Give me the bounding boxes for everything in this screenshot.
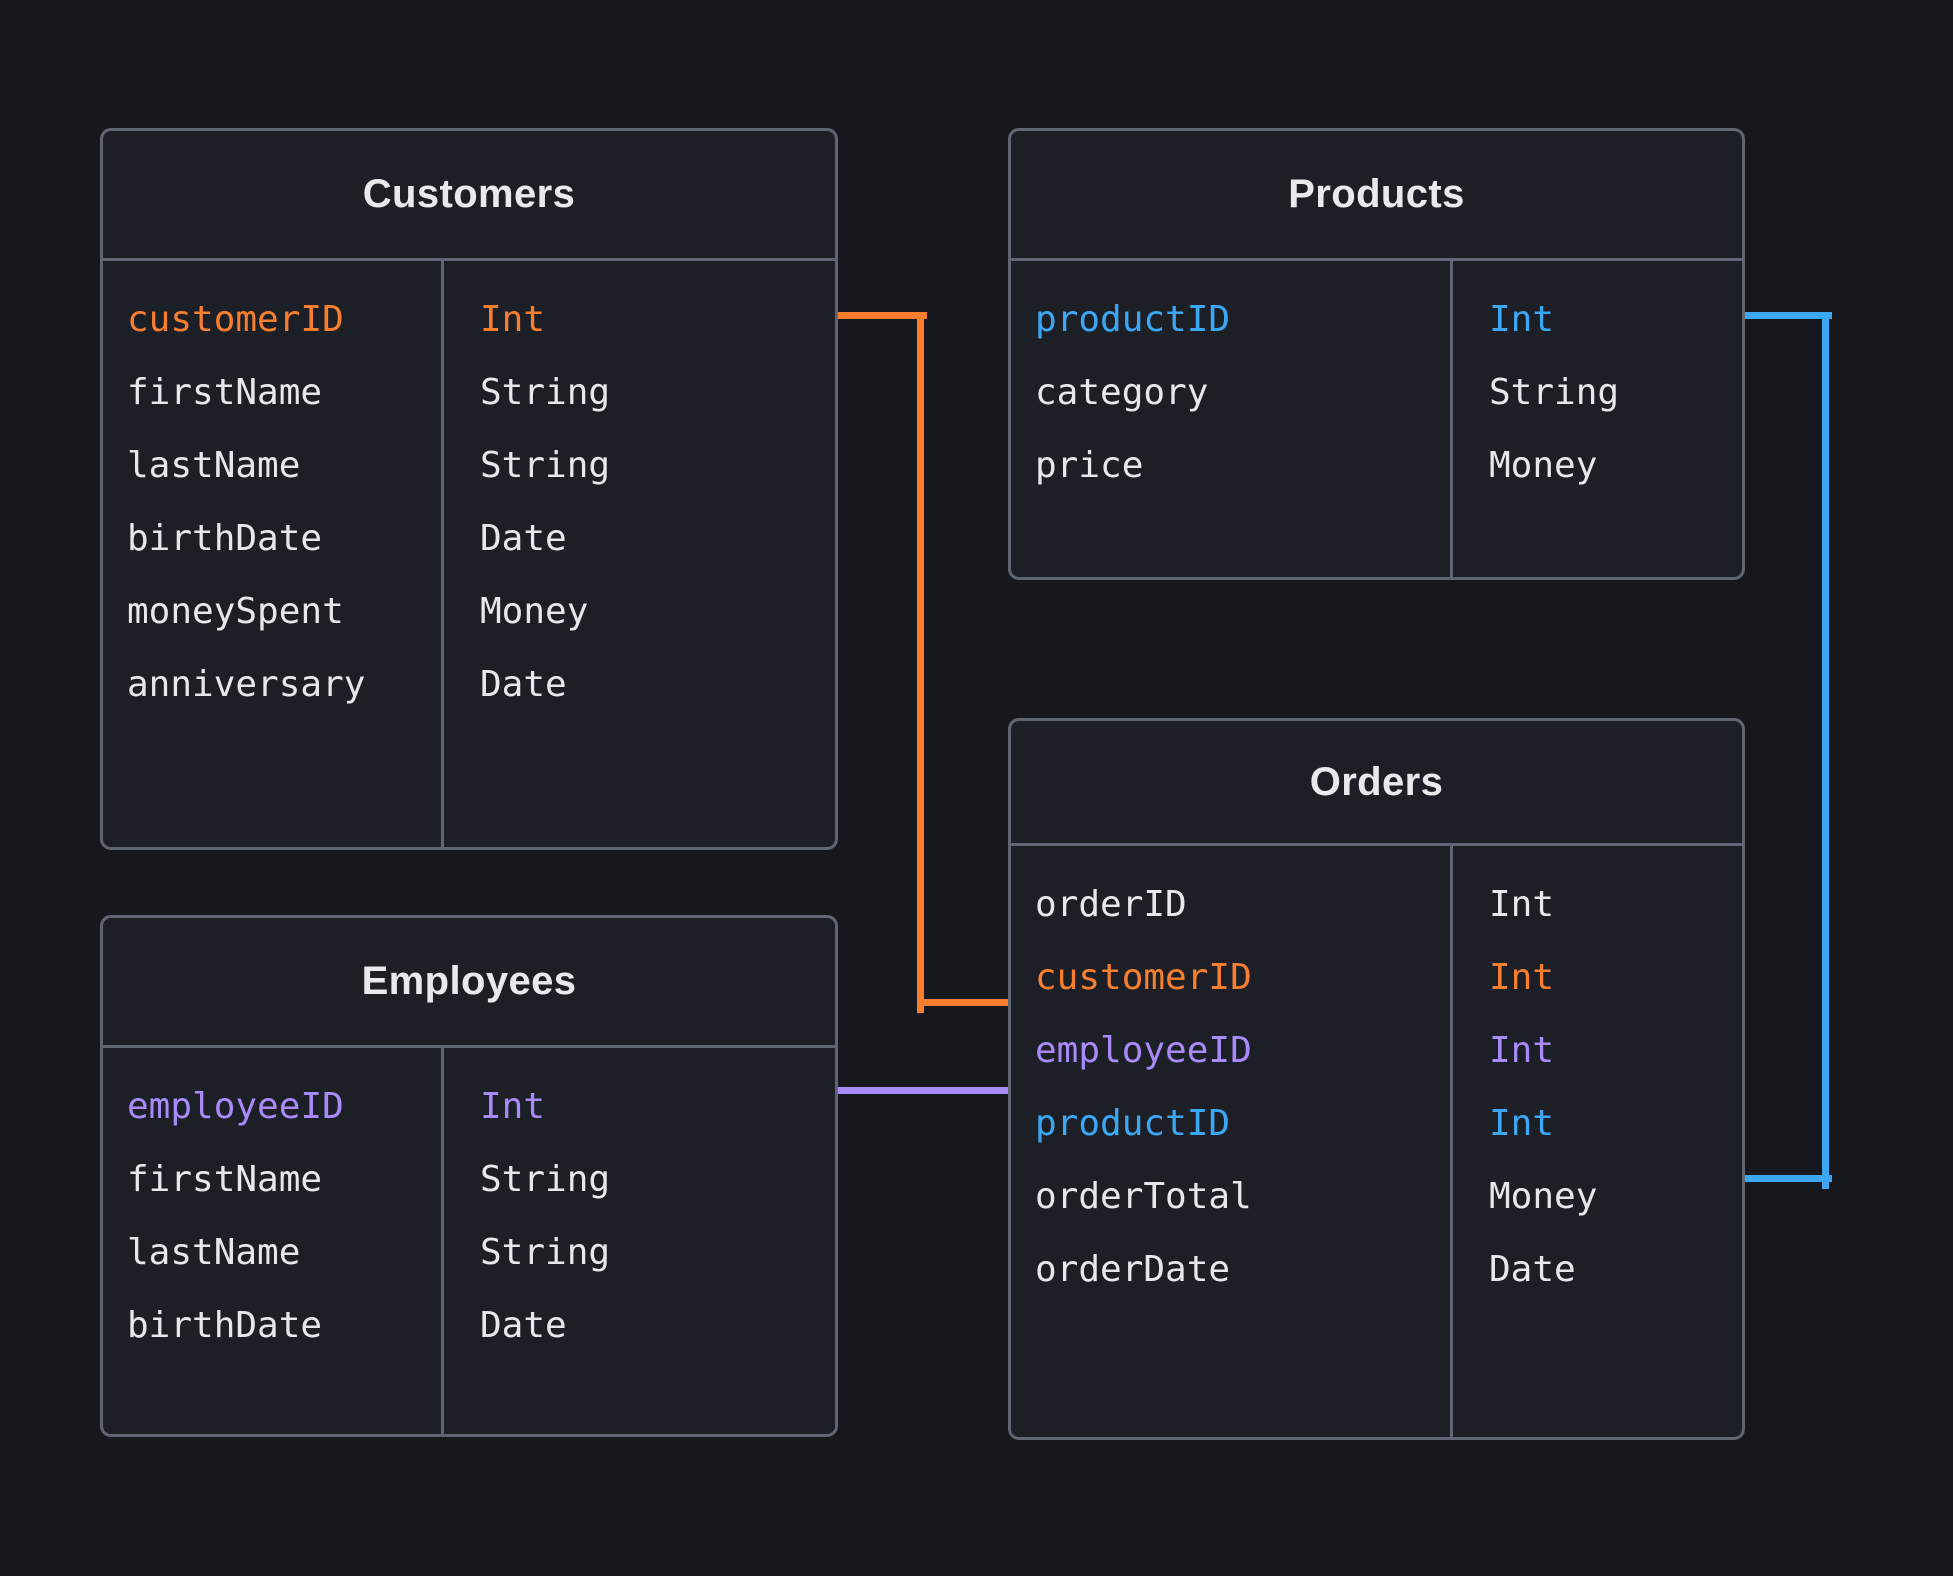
field-type[interactable]: String [480, 1232, 611, 1273]
table-title-customers: Customers [103, 131, 835, 261]
table-title-orders: Orders [1011, 721, 1742, 846]
entity-table-employees[interactable]: Employees employeeID firstName lastName birt… [100, 915, 838, 1437]
relationship-line-customers-orders [836, 311, 927, 319]
field-name[interactable]: orderTotal [1035, 1176, 1252, 1217]
field-name[interactable]: employeeID [127, 1086, 344, 1127]
relationship-line-products-orders [1742, 311, 1832, 319]
field-name[interactable]: productID [1035, 1103, 1231, 1144]
relationship-line-products-orders [1742, 1174, 1832, 1182]
field-name[interactable]: orderDate [1035, 1249, 1231, 1290]
field-type[interactable]: String [480, 1159, 611, 1200]
field-name[interactable]: moneySpent [127, 591, 344, 632]
relationship-line-products-orders [1821, 311, 1829, 1189]
field-type[interactable]: Int [480, 299, 546, 340]
field-name[interactable]: customerID [1035, 957, 1252, 998]
field-name[interactable]: anniversary [127, 664, 366, 705]
field-name-column-customers: customerID firstName lastName birthDate mone… [103, 261, 444, 847]
field-name[interactable]: firstName [127, 1159, 323, 1200]
entity-table-orders[interactable]: Orders orderID customerID employeeID product… [1008, 718, 1745, 1440]
relationship-line-customers-orders [916, 311, 924, 1013]
field-type[interactable]: Int [1489, 1103, 1555, 1144]
table-body-customers: customerID firstName lastName birthDate mone… [103, 261, 835, 847]
relationship-line-customers-orders [920, 998, 1010, 1006]
field-type[interactable]: Int [1489, 299, 1555, 340]
field-name[interactable]: birthDate [127, 518, 323, 559]
field-type[interactable]: Date [1489, 1249, 1576, 1290]
field-name[interactable]: category [1035, 372, 1209, 413]
entity-table-customers[interactable]: Customers customerID firstName lastName birt… [100, 128, 838, 850]
table-title-products: Products [1011, 131, 1742, 261]
field-type[interactable]: Int [480, 1086, 546, 1127]
field-name-column-products: productID category price [1011, 261, 1453, 577]
field-name[interactable]: customerID [127, 299, 344, 340]
field-type[interactable]: Money [480, 591, 589, 632]
field-name[interactable]: productID [1035, 299, 1231, 340]
field-type[interactable]: Date [480, 1305, 567, 1346]
field-name[interactable]: price [1035, 445, 1144, 486]
field-type[interactable]: String [480, 372, 611, 413]
table-body-orders: orderID customerID employeeID productID orde… [1011, 846, 1742, 1437]
field-type[interactable]: Int [1489, 884, 1555, 925]
field-type[interactable]: Int [1489, 1030, 1555, 1071]
field-type[interactable]: Date [480, 518, 567, 559]
field-type[interactable]: Date [480, 664, 567, 705]
table-title-employees: Employees [103, 918, 835, 1048]
field-type[interactable]: Money [1489, 445, 1598, 486]
field-type[interactable]: String [1489, 372, 1620, 413]
field-name[interactable]: firstName [127, 372, 323, 413]
field-name[interactable]: orderID [1035, 884, 1187, 925]
relationship-line-employees-orders [836, 1086, 1010, 1094]
field-type[interactable]: Int [1489, 957, 1555, 998]
field-type[interactable]: String [480, 445, 611, 486]
field-type[interactable]: Money [1489, 1176, 1598, 1217]
field-name-column-employees: employeeID firstName lastName birthDate [103, 1048, 444, 1434]
field-name[interactable]: birthDate [127, 1305, 323, 1346]
field-name[interactable]: employeeID [1035, 1030, 1252, 1071]
field-name[interactable]: lastName [127, 1232, 301, 1273]
field-name[interactable]: lastName [127, 445, 301, 486]
field-name-column-orders: orderID customerID employeeID productID orde… [1011, 846, 1453, 1437]
